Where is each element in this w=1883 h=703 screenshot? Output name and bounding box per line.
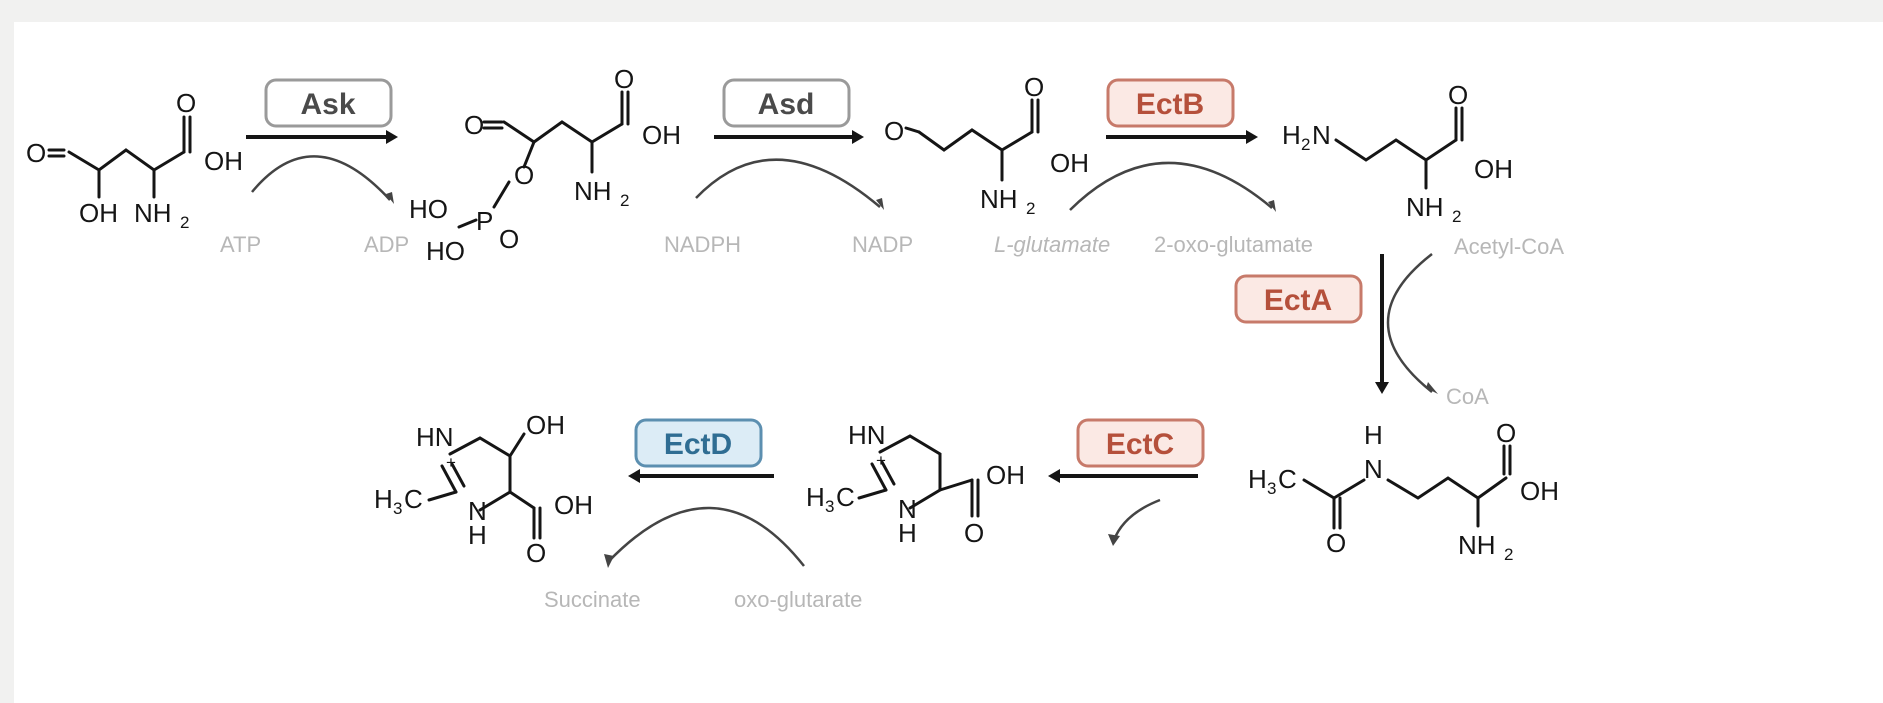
atom-h: H bbox=[898, 518, 917, 548]
atom-sub-2: 2 bbox=[1504, 545, 1513, 564]
atom-oh: OH bbox=[1474, 154, 1513, 184]
atom-o: O bbox=[614, 64, 634, 94]
atom-nh: NH bbox=[134, 198, 172, 228]
atom-c: C bbox=[1278, 464, 1297, 494]
cofactor-l-glutamate: L-glutamate bbox=[994, 232, 1110, 257]
atom-hn: HN bbox=[416, 422, 454, 452]
atom-n: N bbox=[1364, 454, 1383, 484]
molecule-diaminobutyrate: H 2 N O OH NH 2 bbox=[1282, 80, 1513, 226]
molecule-n-acetyl-diaminobutyrate: H 3 C O H N O OH NH 2 bbox=[1248, 418, 1559, 564]
atom-oh: OH bbox=[554, 490, 593, 520]
atom-sub-3: 3 bbox=[393, 499, 402, 518]
atom-sub-2: 2 bbox=[1452, 207, 1461, 226]
enzyme-ectd-label: EctD bbox=[664, 428, 732, 461]
atom-nh: NH bbox=[1406, 192, 1444, 222]
atom-nh: NH bbox=[574, 176, 612, 206]
enzyme-ecta-box bbox=[1234, 274, 1363, 324]
atom-o: O bbox=[1326, 528, 1346, 558]
atom-sub-2: 2 bbox=[1026, 199, 1035, 218]
reaction-ask: Ask ATP ADP bbox=[220, 78, 409, 257]
atom-nh: NH bbox=[1458, 530, 1496, 560]
atom-oh: OH bbox=[204, 146, 243, 176]
atom-ho: HO bbox=[409, 194, 448, 224]
pathway-canvas: O O OH OH NH 2 Ask ATP ADP O O OH O NH 2… bbox=[14, 22, 1883, 703]
enzyme-ectc-label: EctC bbox=[1106, 428, 1174, 461]
atom-plus: + bbox=[446, 453, 456, 472]
atom-oh: OH bbox=[526, 410, 565, 440]
atom-plus: + bbox=[876, 451, 886, 470]
atom-c: C bbox=[836, 482, 855, 512]
molecule-aspartyl-phosphate: O O OH O NH 2 HO P O HO bbox=[409, 64, 681, 266]
molecule-aspartate: O O OH OH NH 2 bbox=[26, 88, 243, 232]
atom-nh: NH bbox=[980, 184, 1018, 214]
atom-h3c: H bbox=[806, 482, 825, 512]
enzyme-ectd-box bbox=[634, 418, 763, 468]
atom-n: N bbox=[898, 494, 917, 524]
enzyme-asd-label: Asd bbox=[758, 88, 815, 121]
atom-h: H bbox=[468, 520, 487, 550]
cofactor-coa: CoA bbox=[1446, 384, 1489, 409]
atom-p: P bbox=[476, 206, 493, 236]
cofactor-succinate: Succinate bbox=[544, 587, 641, 612]
cofactor-acetyl-coa: Acetyl-CoA bbox=[1454, 234, 1564, 259]
atom-sub-2: 2 bbox=[620, 191, 629, 210]
atom-oh: OH bbox=[79, 198, 118, 228]
atom-o: O bbox=[176, 88, 196, 118]
enzyme-ectb-box bbox=[1106, 78, 1235, 128]
atom-oh: OH bbox=[986, 460, 1025, 490]
atom-h2n: H bbox=[1282, 120, 1301, 150]
atom-sub-2: 2 bbox=[1301, 135, 1310, 154]
enzyme-asd-box bbox=[722, 78, 851, 128]
atom-sub-3: 3 bbox=[1267, 479, 1276, 498]
atom-ho: HO bbox=[426, 236, 465, 266]
atom-o: O bbox=[464, 110, 484, 140]
atom-n: N bbox=[468, 496, 487, 526]
atom-c: C bbox=[404, 484, 423, 514]
cofactor-2-oxo-glutamate: 2-oxo-glutamate bbox=[1154, 232, 1313, 257]
atom-o: O bbox=[26, 138, 46, 168]
atom-o: O bbox=[526, 538, 546, 568]
atom-o: O bbox=[499, 224, 519, 254]
enzyme-ecta-label: EctA bbox=[1264, 284, 1332, 317]
cofactor-adp: ADP bbox=[364, 232, 409, 257]
atom-o: O bbox=[1024, 72, 1044, 102]
cofactor-atp: ATP bbox=[220, 232, 261, 257]
reaction-ecta: EctA Acetyl-CoA CoA bbox=[1234, 234, 1564, 409]
atom-o: O bbox=[964, 518, 984, 548]
reaction-ectc: EctC bbox=[1048, 418, 1205, 546]
atom-h3c: H bbox=[1248, 464, 1267, 494]
cofactor-nadph: NADPH bbox=[664, 232, 741, 257]
atom-h3c: H bbox=[374, 484, 393, 514]
atom-o: O bbox=[884, 116, 904, 146]
ectoine-pathway-diagram: O O OH OH NH 2 Ask ATP ADP O O OH O NH 2… bbox=[26, 64, 1564, 612]
cofactor-oxo-glutarate: oxo-glutarate bbox=[734, 587, 862, 612]
cofactor-nadp: NADP bbox=[852, 232, 913, 257]
reaction-ectb: EctB L-glutamate 2-oxo-glutamate bbox=[994, 78, 1313, 257]
reaction-ectd: EctD Succinate oxo-glutarate bbox=[544, 418, 862, 612]
reaction-asd: Asd NADPH NADP bbox=[664, 78, 913, 257]
atom-oh: OH bbox=[642, 120, 681, 150]
molecule-hydroxyectoine: HN + OH H 3 C N H OH O bbox=[374, 410, 593, 568]
enzyme-ectc-box bbox=[1076, 418, 1205, 468]
enzyme-ask-box bbox=[264, 78, 393, 128]
enzyme-ask-label: Ask bbox=[300, 88, 355, 121]
atom-oh: OH bbox=[1050, 148, 1089, 178]
atom-n: N bbox=[1312, 120, 1331, 150]
atom-o: O bbox=[514, 160, 534, 190]
atom-sub-2: 2 bbox=[180, 213, 189, 232]
atom-hn: HN bbox=[848, 420, 886, 450]
molecule-ectoine: HN + H 3 C N H OH O bbox=[806, 420, 1025, 548]
atom-oh: OH bbox=[1520, 476, 1559, 506]
molecule-aspartate-semialdehyde: O O OH NH 2 bbox=[884, 72, 1089, 218]
atom-h: H bbox=[1364, 420, 1383, 450]
atom-sub-3: 3 bbox=[825, 497, 834, 516]
enzyme-ectb-label: EctB bbox=[1136, 88, 1204, 121]
atom-o: O bbox=[1448, 80, 1468, 110]
atom-o: O bbox=[1496, 418, 1516, 448]
